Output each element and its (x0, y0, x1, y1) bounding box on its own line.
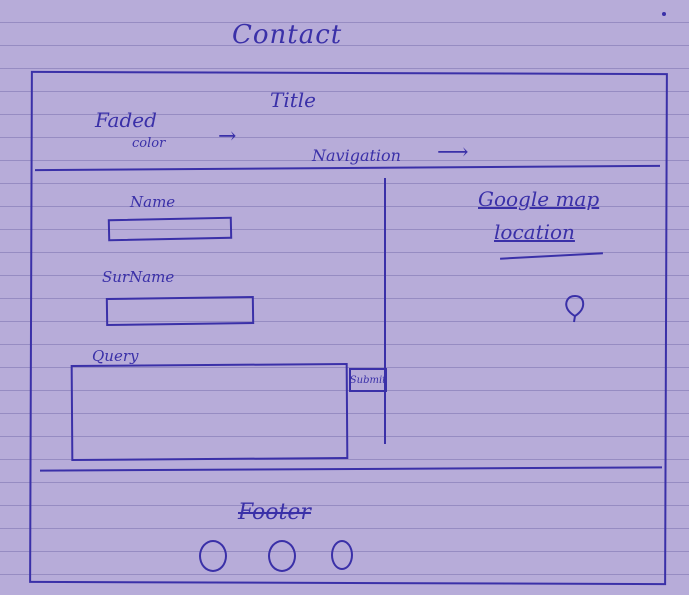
faded-color-note-sub: color (132, 136, 166, 151)
decorative-dot (662, 12, 666, 16)
map-pin-icon[interactable] (562, 294, 588, 324)
location-label: location (494, 220, 575, 244)
submit-button[interactable]: Submit (349, 368, 387, 392)
name-input[interactable] (107, 216, 233, 242)
google-map-label: Google map (478, 187, 600, 211)
query-label: Query (92, 347, 139, 365)
navigation-label[interactable]: Navigation (312, 146, 401, 165)
circle-icon[interactable] (199, 540, 227, 572)
surname-input[interactable] (105, 295, 255, 327)
footer-label: Footer (238, 500, 311, 525)
header-title: Title (270, 88, 317, 112)
circle-icon[interactable] (268, 540, 296, 572)
page-title: Contact (232, 20, 343, 50)
arrow-right-icon: → (218, 124, 237, 149)
faded-color-note: Faded (95, 108, 157, 132)
name-label: Name (130, 193, 176, 211)
query-textarea[interactable] (70, 363, 349, 461)
surname-label: SurName (102, 268, 175, 286)
column-divider (384, 178, 386, 444)
circle-icon[interactable] (331, 540, 353, 570)
arrow-right-icon: ⟶ (437, 140, 469, 165)
